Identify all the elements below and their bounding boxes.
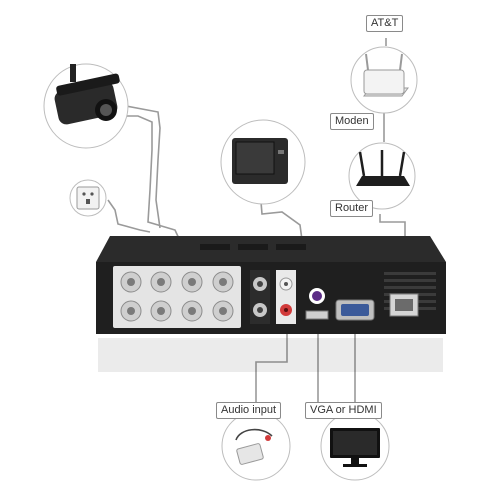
bnc-4 xyxy=(212,271,234,293)
dvr-top xyxy=(96,236,446,262)
rca-audio-out xyxy=(253,277,267,291)
cctv-camera-icon xyxy=(54,64,120,125)
microphone-badge xyxy=(221,411,291,481)
router-icon xyxy=(356,150,410,186)
dvr-reflection xyxy=(98,338,443,372)
lan-port xyxy=(389,293,419,317)
bnc-7 xyxy=(181,300,203,322)
audio-cable xyxy=(255,316,288,404)
bnc-connectors xyxy=(120,271,234,322)
camera-badge xyxy=(43,63,129,149)
label-audio-input: Audio input xyxy=(216,402,282,419)
label-att: AT&T xyxy=(366,15,404,32)
bnc-3 xyxy=(181,271,203,293)
bnc-2 xyxy=(150,271,172,293)
dvr-top-vent-2 xyxy=(238,244,268,250)
power-outlet-icon xyxy=(76,186,100,210)
bnc-1 xyxy=(120,271,142,293)
dvr-unit xyxy=(96,236,446,372)
label-router: Router xyxy=(330,200,374,217)
rca-audio-in xyxy=(253,303,267,317)
dvr-top-vent-1 xyxy=(200,244,230,250)
bnc-panel xyxy=(113,266,241,328)
hdmi-logo-icon xyxy=(309,288,325,304)
monitor-cable xyxy=(259,189,303,241)
dvr-top-vent-3 xyxy=(276,244,306,250)
bnc-8 xyxy=(212,300,234,322)
rca-red xyxy=(280,304,292,316)
label-modem: Moden xyxy=(330,113,374,130)
label-video-output: VGA or HDMI xyxy=(305,402,382,419)
router-badge xyxy=(348,142,416,210)
hdmi-port xyxy=(305,310,329,320)
modem-badge xyxy=(350,46,418,114)
bnc-5 xyxy=(120,300,142,322)
camera-cable xyxy=(122,115,183,246)
vga-port xyxy=(335,299,375,321)
lcd-monitor-icon xyxy=(330,428,380,467)
power-cable xyxy=(107,199,151,233)
rca-white xyxy=(279,277,293,291)
cables xyxy=(107,38,406,404)
camera-cable-2 xyxy=(125,105,161,229)
lcd-badge xyxy=(320,411,390,481)
microphone-icon xyxy=(235,428,273,465)
bnc-6 xyxy=(150,300,172,322)
power-badge xyxy=(69,179,107,217)
rca-jacks xyxy=(250,270,296,324)
monitor-badge xyxy=(220,119,306,205)
crt-monitor-icon xyxy=(232,138,288,184)
modem-icon xyxy=(363,53,409,97)
